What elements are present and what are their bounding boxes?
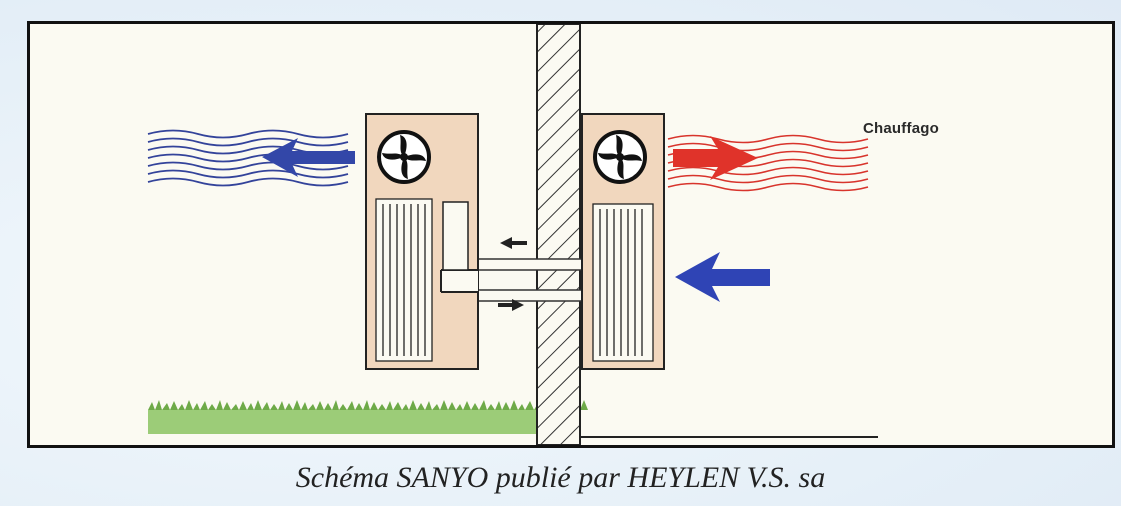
heated-air-arrow: [673, 136, 758, 180]
grass: [148, 400, 588, 434]
outdoor-air-waves: [147, 129, 349, 187]
heat-exchanger-coil: [592, 203, 654, 362]
heat-pump-diagram: [147, 24, 878, 445]
figure-caption: Schéma SANYO publié par HEYLEN V.S. sa: [295, 461, 826, 494]
diagram-frame: [27, 21, 1115, 448]
fan-icon: [593, 130, 647, 184]
indoor-unit: [581, 113, 665, 370]
heating-label: Chauffago: [863, 120, 939, 137]
room-air-intake-arrow: [675, 252, 770, 302]
heat-exchanger-coil: [375, 198, 433, 362]
outdoor-unit: [365, 113, 479, 370]
wall: [536, 24, 581, 445]
outdoor-air-arrow: [262, 138, 355, 177]
refrigerant-flow-arrows: [498, 237, 527, 311]
compressor: [442, 201, 469, 271]
fan-icon: [377, 130, 431, 184]
